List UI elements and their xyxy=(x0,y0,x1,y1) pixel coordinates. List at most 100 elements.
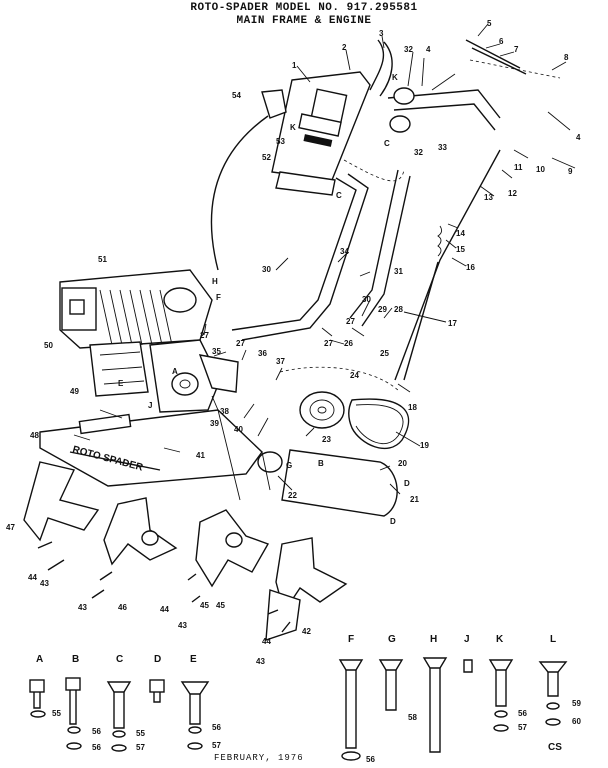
part-callout: 16 xyxy=(466,263,475,272)
diagram-subtitle: MAIN FRAME & ENGINE xyxy=(236,15,372,27)
part-callout: 53 xyxy=(276,137,285,146)
part-callout: 12 xyxy=(508,189,517,198)
part-callout: 50 xyxy=(44,341,53,350)
part-callout: 23 xyxy=(322,435,331,444)
part-callout: 27 xyxy=(236,339,245,348)
part-callout: 37 xyxy=(276,357,285,366)
part-callout: 57 xyxy=(212,741,221,750)
part-callout: K xyxy=(290,123,296,132)
part-callout: 49 xyxy=(70,387,79,396)
part-callout: 34 xyxy=(340,247,349,256)
part-callout: 33 xyxy=(438,143,447,152)
part-callout: 27 xyxy=(324,339,333,348)
part-callout: 27 xyxy=(346,317,355,326)
duplicate-callouts: 32 4 44 43 43 44 43 45 56 55 56 57 56 57… xyxy=(28,133,581,764)
part-callout: 56 xyxy=(92,727,101,736)
part-callout: H xyxy=(212,277,218,286)
part-callout: 46 xyxy=(118,603,127,612)
part-callout: 10 xyxy=(536,165,545,174)
footer-date: FEBRUARY, 1976 xyxy=(214,753,304,763)
handle-tubes xyxy=(231,159,411,341)
diagram-title: ROTO-SPADER MODEL NO. 917.295581 xyxy=(190,2,418,14)
part-callout: G xyxy=(388,634,396,645)
handle-bar xyxy=(369,39,561,133)
footer-initials: CS xyxy=(548,742,562,753)
part-callout: 40 xyxy=(234,425,243,434)
part-callout: 17 xyxy=(448,319,457,328)
part-callout: 28 xyxy=(394,305,403,314)
part-callout: 27 xyxy=(200,331,209,340)
part-callout: A xyxy=(172,367,178,376)
part-callout: 57 xyxy=(136,743,145,752)
part-callout: D xyxy=(154,654,161,665)
part-callout: 31 xyxy=(394,267,403,276)
part-callout: 2 xyxy=(342,43,347,52)
part-callout: 24 xyxy=(350,371,359,380)
part-callout: F xyxy=(216,293,221,302)
part-callout: 45 xyxy=(200,601,209,610)
part-callout: 52 xyxy=(262,153,271,162)
assembly-letters: K C C K H F E A J G B D D xyxy=(118,73,410,526)
part-callout: 44 xyxy=(28,573,37,582)
part-callout: B xyxy=(72,654,79,665)
part-callout: 47 xyxy=(6,523,15,532)
part-callout: K xyxy=(496,634,504,645)
part-callout: 30 xyxy=(362,295,371,304)
part-callout: 39 xyxy=(210,419,219,428)
part-callout: 13 xyxy=(484,193,493,202)
tine-bolts xyxy=(37,541,291,633)
part-callout: 5 xyxy=(487,19,492,28)
part-callout: 54 xyxy=(232,91,241,100)
callout-numbers: 1 2 3 4 5 6 7 8 9 10 11 12 13 14 15 16 1… xyxy=(6,19,581,752)
part-callout: 43 xyxy=(256,657,265,666)
part-callout: 51 xyxy=(98,255,107,264)
part-callout: 32 xyxy=(404,45,413,54)
part-callout: 26 xyxy=(344,339,353,348)
part-callout: 8 xyxy=(564,53,569,62)
engine xyxy=(59,269,213,397)
part-callout: J xyxy=(464,634,470,645)
part-callout: 4 xyxy=(426,45,431,54)
part-callout: E xyxy=(190,654,197,665)
control-panel xyxy=(271,71,371,196)
hardware-row xyxy=(29,657,568,761)
part-callout: 29 xyxy=(378,305,387,314)
part-callout: 15 xyxy=(456,245,465,254)
part-callout: 42 xyxy=(302,627,311,636)
part-callout: D xyxy=(404,479,410,488)
part-callout: 4 xyxy=(576,133,581,142)
part-callout: 58 xyxy=(408,713,417,722)
part-callout: 11 xyxy=(514,163,523,172)
leader-lines xyxy=(73,23,576,495)
part-callout: A xyxy=(36,654,43,665)
part-callout: F xyxy=(348,634,354,645)
part-callout: 25 xyxy=(380,349,389,358)
part-callout: 18 xyxy=(408,403,417,412)
part-callout: 6 xyxy=(499,37,504,46)
part-callout: 56 xyxy=(92,743,101,752)
part-callout: G xyxy=(286,461,292,470)
part-callout: 36 xyxy=(258,349,267,358)
part-callout: 41 xyxy=(196,451,205,460)
part-callout: 1 xyxy=(292,61,297,70)
part-callout: 57 xyxy=(518,723,527,732)
part-callout: 30 xyxy=(262,265,271,274)
belt-guard xyxy=(279,366,401,517)
part-callout: 45 xyxy=(216,601,225,610)
part-callout: D xyxy=(390,517,396,526)
clutch-linkage xyxy=(394,149,501,381)
part-callout: C xyxy=(336,191,342,200)
part-callout: B xyxy=(318,459,324,468)
part-callout: 48 xyxy=(30,431,39,440)
part-callout: 9 xyxy=(568,167,573,176)
part-callout: 38 xyxy=(220,407,229,416)
part-callout: J xyxy=(148,401,152,410)
part-callout: 32 xyxy=(414,148,423,157)
tines xyxy=(23,461,348,641)
part-callout: 59 xyxy=(572,699,581,708)
part-callout: H xyxy=(430,634,437,645)
part-callout: 56 xyxy=(212,723,221,732)
part-callout: C xyxy=(384,139,390,148)
part-callout: 56 xyxy=(518,709,527,718)
